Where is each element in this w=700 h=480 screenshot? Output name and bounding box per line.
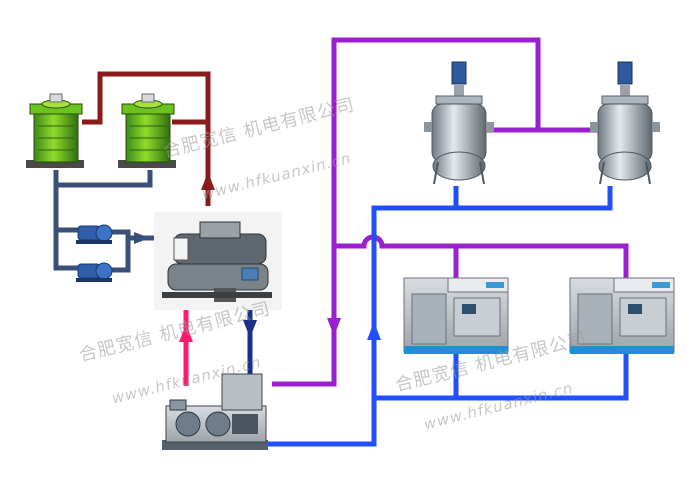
processor-return-pipe (374, 352, 629, 401)
reactor-icon (590, 61, 660, 185)
pump-station-icon (162, 373, 268, 450)
arrow-down-purple (327, 318, 341, 336)
arrow-down-darkblue (243, 320, 257, 338)
condenser-water-pipe (82, 71, 211, 206)
cooling-tower-icon (26, 93, 84, 168)
industrial-machine-icon (403, 277, 509, 354)
chiller-icon (154, 212, 282, 310)
arrow-up-blue (367, 322, 381, 340)
chilled-supply-pipe (272, 37, 541, 387)
pump-icon (76, 262, 113, 282)
tower-return-pipe (53, 170, 82, 271)
industrial-machine-icon (569, 277, 675, 354)
processor-supply-pipe (334, 234, 629, 282)
arrow-right-blue (134, 232, 150, 244)
reactor-icon (424, 61, 494, 185)
pipe-network (53, 37, 629, 447)
chilled-return-pipe (240, 186, 613, 447)
cooling-tower-icon (118, 93, 176, 168)
pump-icon (76, 224, 113, 244)
tower-return-pipe-2 (56, 170, 153, 188)
flow-arrows (134, 172, 381, 342)
arrow-up-red (201, 172, 215, 190)
pump-lower-outlet-pipe (110, 238, 131, 273)
arrow-up-pink (179, 324, 193, 342)
